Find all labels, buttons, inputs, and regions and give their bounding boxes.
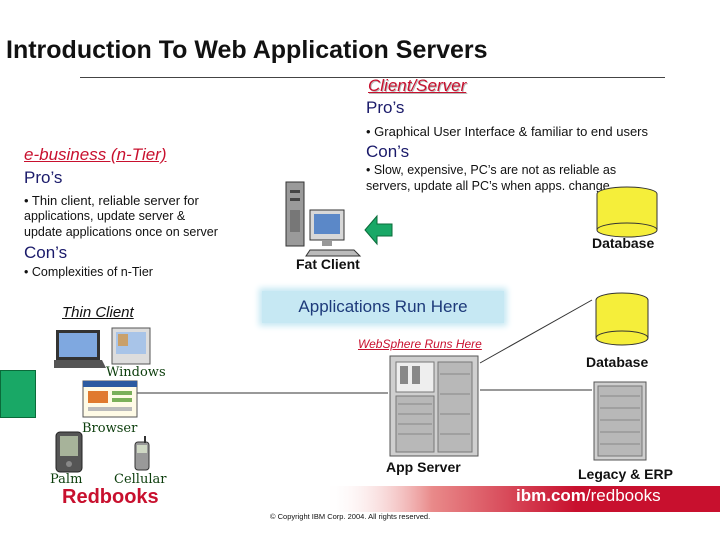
ebusiness-pros-text-2: applications, update server &	[24, 209, 186, 223]
client-server-heading: Client/Server	[368, 76, 467, 95]
ebusiness-pros-text-1: • Thin client, reliable server for	[24, 193, 199, 208]
client-server-cons-text-2: servers, update all PC’s when apps. chan…	[366, 179, 610, 193]
legacy-erp-rack-icon	[592, 380, 648, 462]
database-right-label: Database	[586, 354, 649, 370]
ebusiness-cons-text: • Complexities of n-Tier	[24, 265, 153, 279]
applications-run-here-banner: Applications Run Here	[262, 291, 504, 323]
page-title: Introduction To Web Application Servers	[6, 36, 488, 64]
ebusiness-heading: e-business (n-Tier)	[24, 145, 167, 164]
ibm-url[interactable]: ibm.com/redbooks	[516, 486, 661, 506]
ibm-url-path: /redbooks	[585, 486, 661, 505]
arrow-fat-client	[363, 212, 393, 248]
palm-label: Palm	[50, 472, 83, 487]
redbooks-logo-text: Redbooks	[62, 486, 159, 508]
thin-client-label: Thin Client	[62, 304, 134, 321]
title-divider	[80, 77, 665, 78]
client-server-cons-text-1: • Slow, expensive, PC’s are not as relia…	[366, 163, 617, 177]
ebusiness-cons-label: Con’s	[24, 243, 68, 262]
database-top-label: Database	[592, 235, 655, 251]
windows-label: Windows	[106, 365, 166, 380]
client-server-pros-label: Pro’s	[366, 98, 405, 117]
app-server-label: App Server	[386, 459, 461, 475]
database-top-icon	[592, 186, 662, 242]
database-right-icon	[592, 292, 652, 350]
cellular-phone-icon	[132, 436, 152, 472]
ebusiness-pros-label: Pro’s	[24, 168, 63, 187]
ibm-url-domain: ibm.com	[516, 486, 586, 505]
browser-label: Browser	[82, 421, 138, 436]
ebusiness-pros-text-3: update applications once on server	[24, 225, 218, 239]
footer-banner	[0, 478, 720, 518]
fat-client-label: Fat Client	[296, 256, 360, 272]
palm-device-icon	[54, 430, 84, 474]
copyright-text: © Copyright IBM Corp. 2004. All rights r…	[270, 512, 431, 521]
arrow-left-green	[0, 370, 36, 418]
redbooks-logo: Redbooks	[62, 486, 159, 510]
cellular-label: Cellular	[114, 472, 167, 487]
client-server-cons-label: Con’s	[366, 142, 410, 161]
app-server-rack-icon	[388, 354, 480, 458]
line-appserver-database	[479, 299, 593, 364]
browser-window-icon	[82, 380, 138, 418]
fat-client-computer-icon	[282, 180, 362, 258]
client-server-pros-text: • Graphical User Interface & familiar to…	[366, 124, 649, 139]
websphere-label: WebSphere Runs Here	[358, 337, 482, 351]
thin-client-devices-icon	[52, 326, 154, 376]
legacy-erp-label: Legacy & ERP	[578, 466, 673, 482]
banner-text: Applications Run Here	[298, 297, 468, 316]
